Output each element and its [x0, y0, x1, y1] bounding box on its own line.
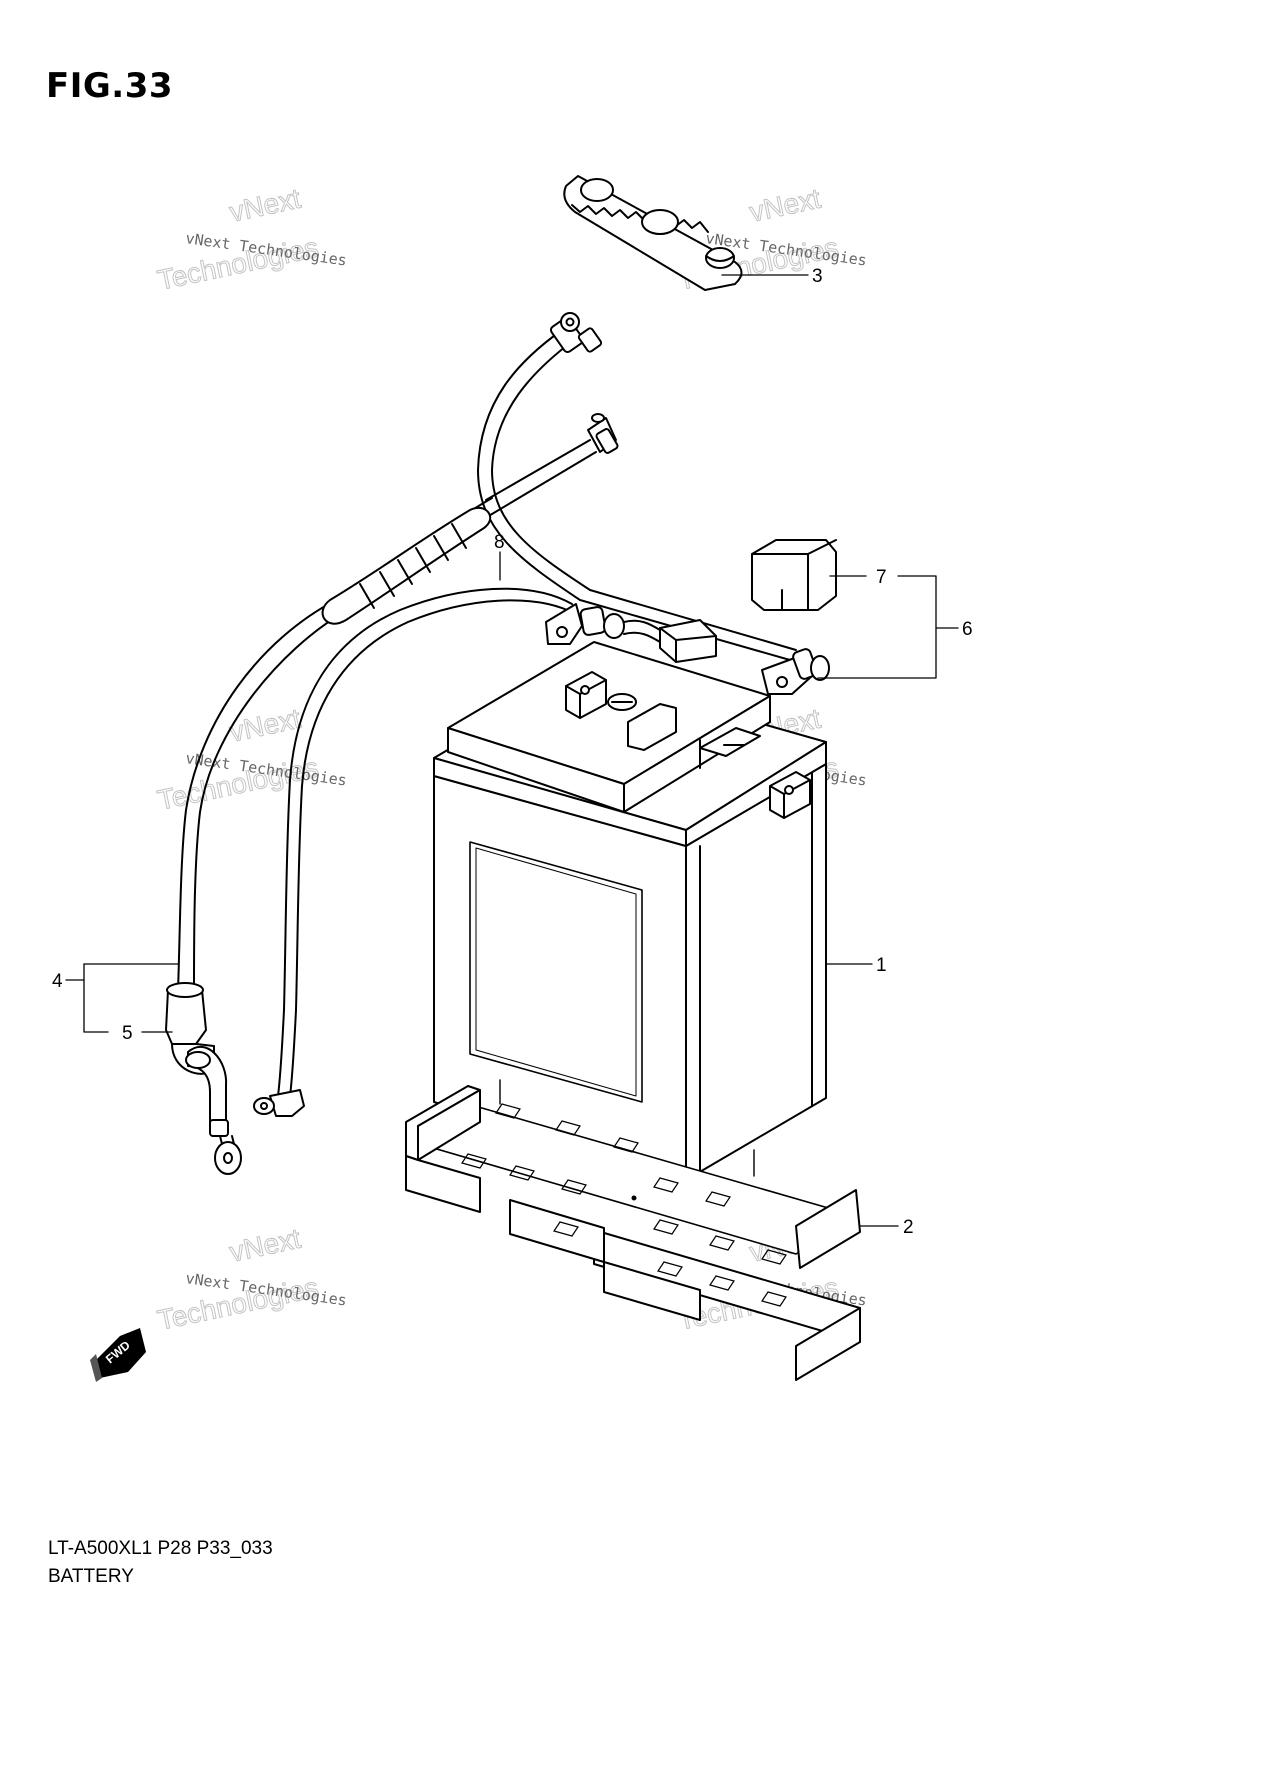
svg-text:vNext: vNext [227, 1223, 304, 1268]
terminal-boot-part [751, 539, 837, 611]
figure-title: FIG.33 [46, 66, 174, 106]
negative-cable-part [165, 413, 619, 1175]
callout-label: 6 [962, 619, 973, 640]
battery-tray-part [405, 1079, 861, 1381]
callout-label: 3 [812, 266, 823, 287]
watermark: vNext Technologies vNext Technologies [154, 702, 348, 816]
positive-cable-part [477, 312, 830, 695]
callout-label: 2 [903, 1217, 914, 1238]
callout-label: 5 [122, 1023, 133, 1044]
svg-text:vNext: vNext [747, 183, 824, 228]
terminal-cover-part [563, 175, 743, 291]
leader-lines [65, 274, 959, 1227]
watermark: vNext Technologies vNext Technologies [154, 1222, 348, 1336]
watermark: vNext Technologies vNext Technologies [154, 182, 348, 296]
diagram-code: LT-A500XL1 P28 P33_033 [48, 1538, 273, 1559]
lead-wire-part [253, 587, 717, 1117]
callout-label: 1 [876, 955, 887, 976]
svg-text:vNext: vNext [227, 183, 304, 228]
battery-part [433, 641, 827, 1181]
callout-label: 8 [494, 532, 505, 553]
fwd-arrow-icon: FWD [90, 1328, 146, 1382]
svg-text:vNext: vNext [227, 703, 304, 748]
diagram-name: BATTERY [48, 1566, 134, 1587]
callout-label: 7 [876, 567, 887, 588]
callout-label: 4 [52, 971, 63, 992]
